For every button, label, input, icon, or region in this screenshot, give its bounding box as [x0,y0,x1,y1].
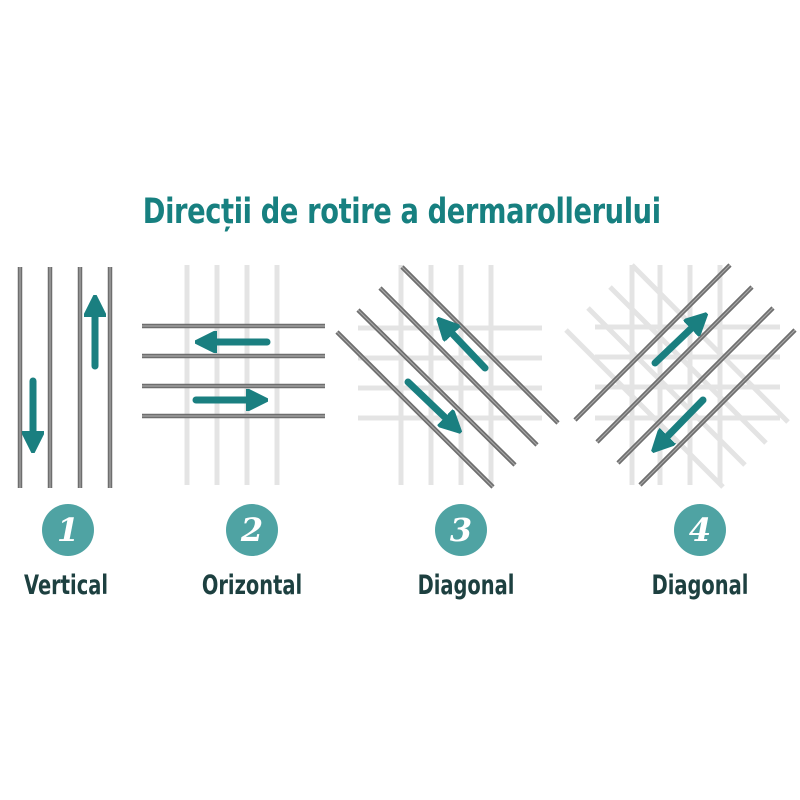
faint-grid [564,263,790,489]
panel-vertical [17,267,113,488]
roller-lines [335,265,560,489]
step-label-diagonal-1: Diagonal [417,570,515,601]
step-badge-3: 3 [435,504,487,556]
step-label-diagonal-2: Diagonal [651,570,749,601]
step-badge-4: 4 [674,504,726,556]
page-title: Direcții de rotire a dermarollerului [142,192,661,232]
faint-grid [358,265,542,485]
panel-horizontal [142,265,325,485]
step-badge-1: 1 [42,504,94,556]
arrow-down-left-icon [660,396,707,444]
step-label-vertical: Vertical [23,570,109,601]
step-badge-2: 2 [226,504,278,556]
roller-lines [17,267,113,488]
arrow-down-right-icon [404,378,453,425]
panel-diagonal-1 [335,265,560,489]
step-label-horizontal: Orizontal [201,570,303,601]
panel-diagonal-2 [564,263,797,489]
arrow-up-left-icon [445,326,489,372]
faint-grid [184,265,280,485]
arrow-up-right-icon [651,321,699,367]
